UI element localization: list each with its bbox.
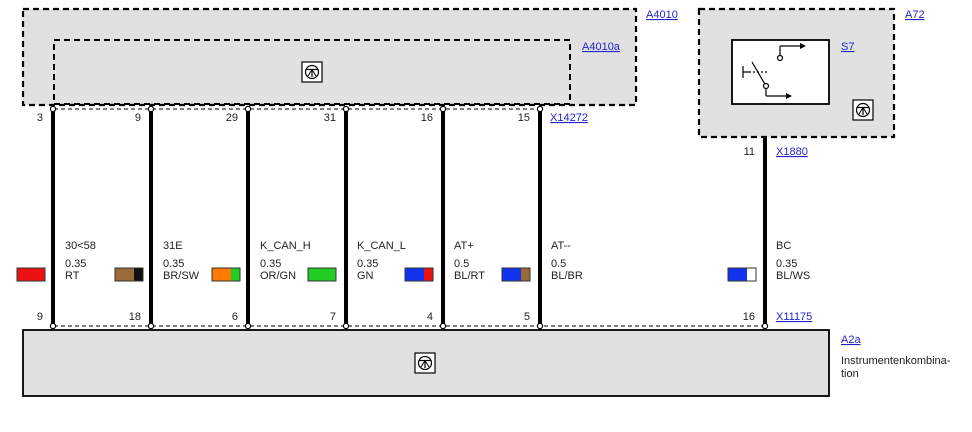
wire-cross-section: 0.5 (454, 258, 469, 270)
wire-bottom-pin: 9 (37, 311, 43, 323)
wire-bottom-pin: 16 (743, 311, 755, 323)
connector-x1880-label[interactable]: X1880 (776, 146, 808, 158)
wire-terminal-bottom (244, 322, 252, 330)
wire-color-code: BL/WS (776, 270, 810, 282)
wire-at-minus[interactable]: AT-- 0.5 BL/BR (551, 240, 583, 282)
wire-cross-section: 0.35 (776, 258, 797, 270)
wire-at-plus[interactable]: 15 5 AT+ 0.5 BL/RT (454, 105, 544, 330)
wire-cross-section: 0.5 (551, 258, 566, 270)
wire-terminal-top (439, 105, 447, 113)
wire-bottom-pin: 18 (129, 311, 141, 323)
wire-top-pin: 16 (421, 112, 433, 124)
wire-31e[interactable]: 29 6 31E 0.35 BR/SW (163, 105, 252, 330)
wire-signal-name: 30<58 (65, 240, 96, 252)
wire-signal-name: K_CAN_H (260, 240, 311, 252)
wire-color-code: BR/SW (163, 270, 200, 282)
wire-cross-section: 0.35 (357, 258, 378, 270)
wire-3-9[interactable]: 3 9 (37, 105, 57, 330)
wire-bottom-pin: 4 (427, 311, 433, 323)
wire-terminal-top (342, 105, 350, 113)
wire-top-pin: 15 (518, 112, 530, 124)
module-a4010-box (21, 7, 638, 107)
wire-color-code: BL/RT (454, 270, 485, 282)
wire-color-swatch (501, 267, 531, 282)
wire-terminal-bottom (536, 322, 544, 330)
wire-signal-name: AT-- (551, 240, 571, 252)
wire-terminal-top (244, 105, 252, 113)
wire-bottom-pin: 7 (330, 311, 336, 323)
wire-terminal-bottom (49, 322, 57, 330)
wire-k-can-l[interactable]: 16 4 K_CAN_L 0.35 GN (357, 105, 447, 330)
wire-group: 3 9 9 18 30<58 0.35 RT 29 6 31E 0.35 BR/… (37, 105, 810, 330)
wire-top-pin: 9 (135, 112, 141, 124)
module-a2a-description: Instrumentenkombina- (841, 355, 951, 367)
wire-color-swatch (211, 267, 241, 282)
color-swatch-group (16, 267, 757, 282)
wire-cross-section: 0.35 (163, 258, 184, 270)
wire-terminal-bottom (342, 322, 350, 330)
wire-cross-section: 0.35 (260, 258, 281, 270)
wire-terminal-top (49, 105, 57, 113)
wire-color-swatch (114, 267, 144, 282)
wire-cross-section: 0.35 (65, 258, 86, 270)
ground-symbol-icon (414, 352, 436, 374)
wire-color-swatch (727, 267, 757, 282)
wire-color-swatch (307, 267, 337, 282)
wire-color-code: OR/GN (260, 270, 296, 282)
wire-signal-name: AT+ (454, 240, 474, 252)
module-a4010a-label[interactable]: A4010a (582, 41, 621, 53)
wire-terminal-bottom (439, 322, 447, 330)
ground-symbol-icon (852, 99, 874, 121)
wire-top-pin: 29 (226, 112, 238, 124)
connector-x11175-label[interactable]: X11175 (776, 311, 812, 323)
wire-30-58[interactable]: 9 18 30<58 0.35 RT (65, 105, 155, 330)
wire-terminal-bottom (147, 322, 155, 330)
connector-x14272-label[interactable]: X14272 (550, 112, 588, 124)
switch-s7-label[interactable]: S7 (841, 41, 854, 53)
wire-bottom-pin: 5 (524, 311, 530, 323)
wire-color-code: RT (65, 270, 80, 282)
wire-terminal-top (536, 105, 544, 113)
wire-top-pin: 3 (37, 112, 43, 124)
wire-terminal-top (147, 105, 155, 113)
module-a4010-label[interactable]: A4010 (646, 9, 678, 21)
wire-k-can-h[interactable]: 31 7 K_CAN_H 0.35 OR/GN (260, 105, 350, 330)
wire-terminal-bottom (761, 322, 769, 330)
wire-color-code: GN (357, 270, 374, 282)
wire-color-swatch (404, 267, 434, 282)
wire-top-pin: 31 (324, 112, 336, 124)
module-a2a-description-2: tion (841, 368, 859, 380)
wire-top-pin: 11 (744, 146, 755, 158)
wire-bottom-pin: 6 (232, 311, 238, 323)
wire-color-code: BL/BR (551, 270, 583, 282)
wire-signal-name: K_CAN_L (357, 240, 406, 252)
module-a72-label[interactable]: A72 (905, 9, 925, 21)
ground-symbol-icon (301, 61, 323, 83)
wire-signal-name: 31E (163, 240, 183, 252)
wire-signal-name: BC (776, 240, 791, 252)
wire-color-swatch (16, 267, 46, 282)
module-a2a-label[interactable]: A2a (841, 334, 861, 346)
wire-bc[interactable]: 11 16 BC 0.35 BL/WS (743, 137, 810, 330)
